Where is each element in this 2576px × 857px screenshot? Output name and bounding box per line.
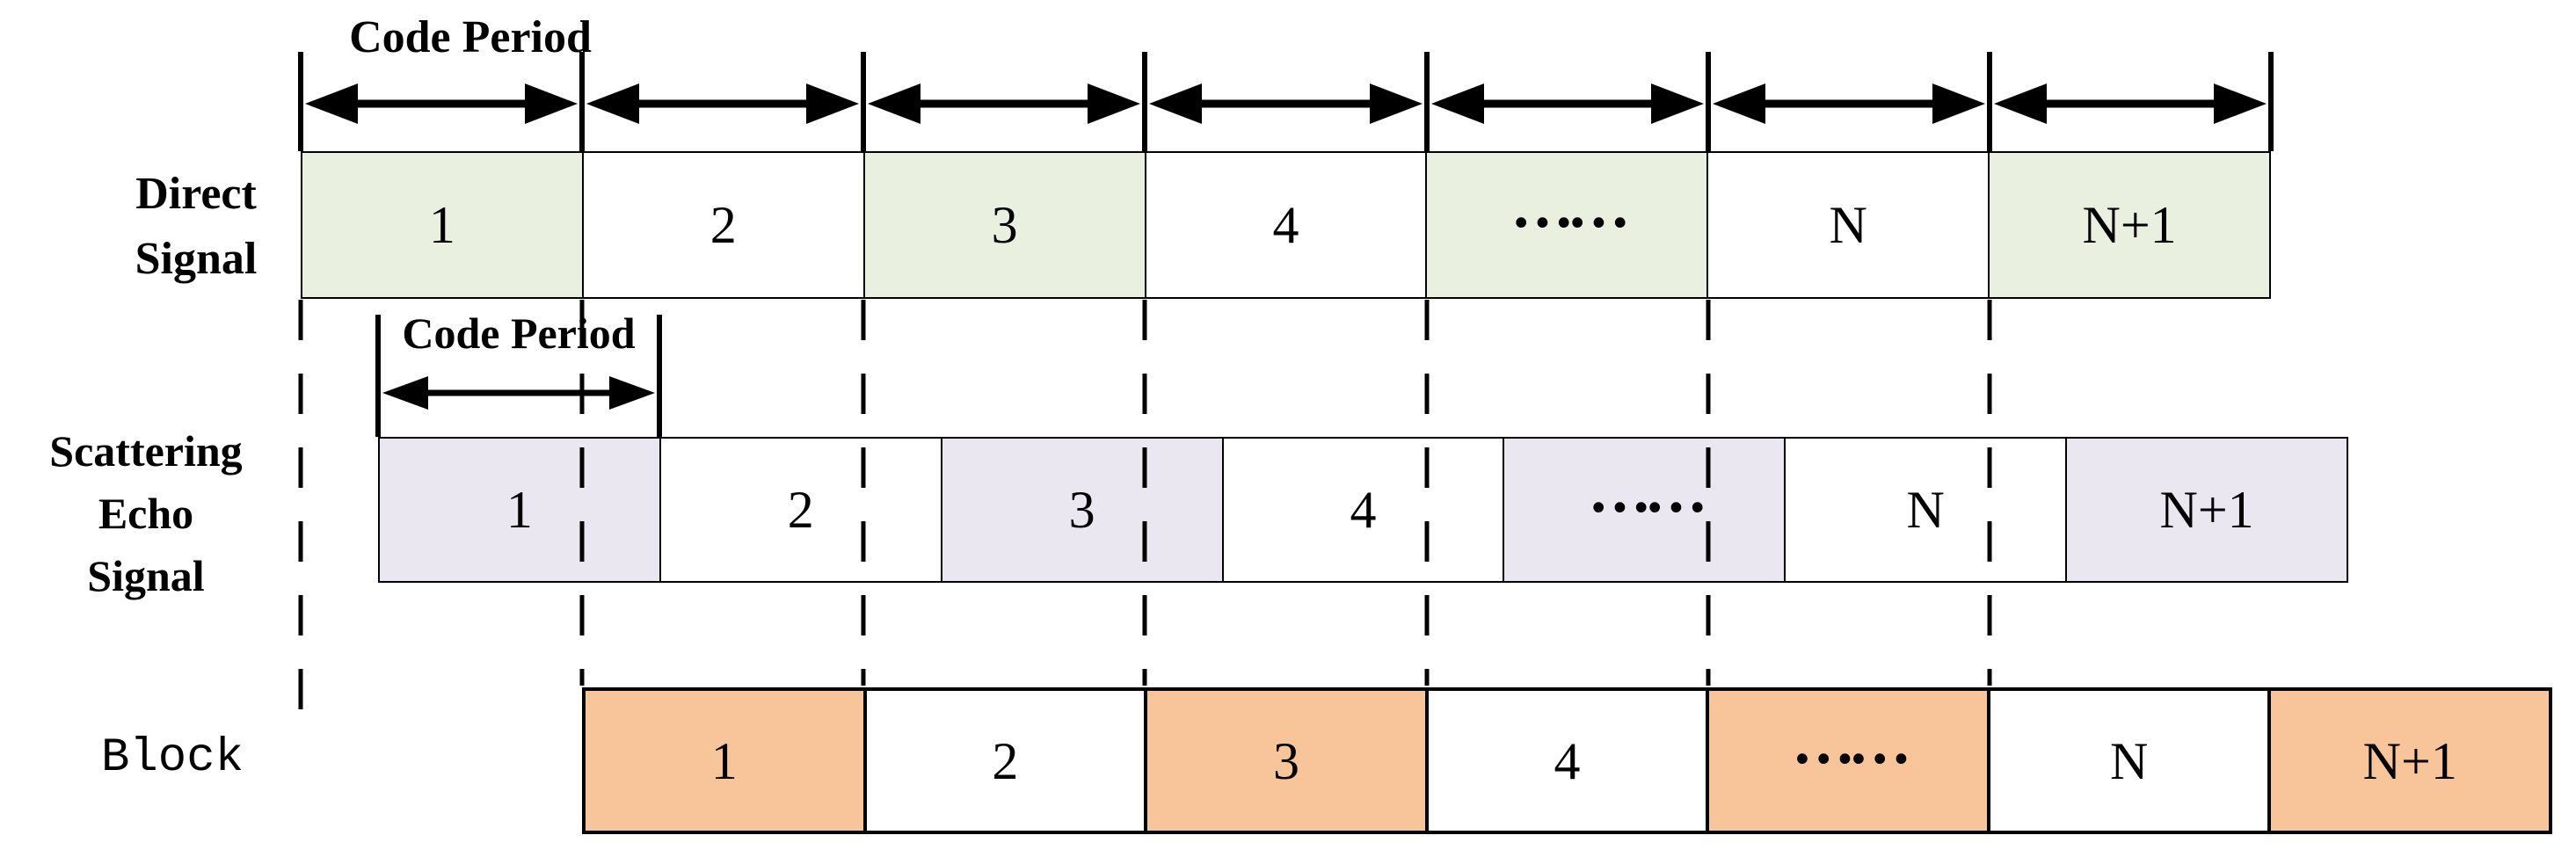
scattering-label-line3: Signal (87, 551, 205, 600)
cell-block-1: 1 (586, 691, 867, 831)
cell-direct-5: …… (1427, 153, 1709, 297)
cell-block-5: …… (1709, 691, 1990, 831)
cell-echo-4: 4 (1224, 439, 1505, 581)
cell-echo-1: 1 (380, 439, 661, 581)
cell-direct-1: 1 (302, 153, 584, 297)
cell-echo-6: N (1786, 439, 2068, 581)
cell-echo-5: …… (1504, 439, 1786, 581)
cell-direct-2: 2 (584, 153, 865, 297)
cell-direct-6: N (1708, 153, 1990, 297)
direct-signal-label: Direct Signal (64, 162, 328, 292)
cell-echo-2: 2 (661, 439, 942, 581)
cell-block-6: N (1990, 691, 2272, 831)
cell-block-3: 3 (1147, 691, 1429, 831)
cell-block-7: N+1 (2271, 691, 2550, 831)
code-period-label-echo: Code Period (402, 309, 636, 358)
cell-echo-3: 3 (942, 439, 1224, 581)
direct-signal-label-line2: Signal (135, 233, 258, 284)
scattering-label-line2: Echo (98, 489, 194, 538)
block-label: Block (100, 731, 244, 785)
cell-direct-7: N+1 (1990, 153, 2270, 297)
direct-signal-label-line1: Direct (135, 169, 257, 219)
cell-direct-3: 3 (864, 153, 1146, 297)
scattering-echo-signal-label: Scattering Echo Signal (14, 420, 278, 607)
cell-echo-7: N+1 (2067, 439, 2347, 581)
code-period-label-top: Code Period (349, 12, 592, 62)
cell-direct-4: 4 (1146, 153, 1428, 297)
cell-block-2: 2 (867, 691, 1148, 831)
cell-block-4: 4 (1429, 691, 1710, 831)
scattering-label-line1: Scattering (49, 426, 243, 476)
